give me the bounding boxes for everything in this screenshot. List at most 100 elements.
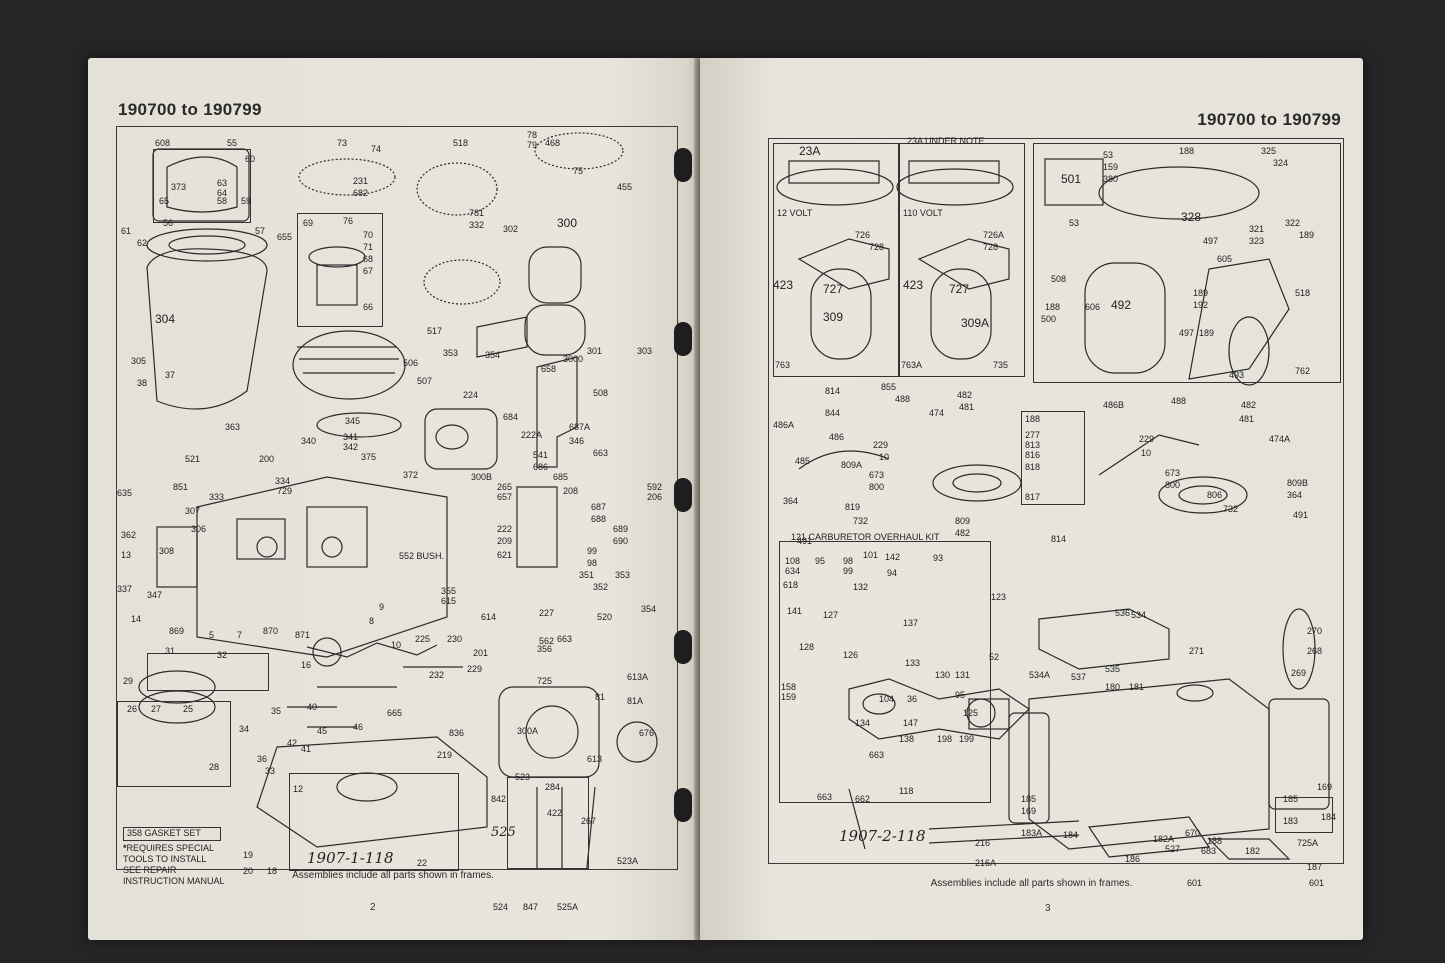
callout: 727	[823, 282, 844, 296]
callout: 613	[587, 754, 603, 764]
note-line: SEE REPAIR	[123, 865, 177, 875]
callout: 356	[537, 644, 553, 654]
callout: 62	[137, 238, 148, 248]
callout: 270	[1307, 626, 1323, 636]
callout: 268	[1307, 646, 1323, 656]
callout: 800	[869, 482, 885, 492]
left-page: 190700 to 190799	[88, 58, 698, 940]
callout: 482	[955, 528, 971, 538]
callout: 809B	[1287, 478, 1309, 488]
callout: 71	[363, 242, 374, 252]
right-page-title: 190700 to 190799	[1197, 110, 1341, 129]
callout: 363	[225, 422, 241, 432]
callout: 216A	[975, 858, 997, 868]
callout: 684	[503, 412, 519, 422]
callout: 306	[191, 524, 207, 534]
callout: 61	[121, 226, 132, 236]
callout: 188	[1179, 146, 1195, 156]
callout: 8	[369, 616, 375, 626]
callout: 99	[587, 546, 598, 556]
callout: 481	[1239, 414, 1255, 424]
callout: 322	[1285, 218, 1301, 228]
callout: 508	[593, 388, 609, 398]
callout: 186	[1125, 854, 1141, 864]
starter-110v-frame	[899, 143, 1025, 377]
piston-ring-frame	[117, 701, 231, 787]
callout: 46	[353, 722, 364, 732]
callout: 851	[173, 482, 189, 492]
callout: 65	[159, 196, 170, 206]
callout: 182A	[1153, 834, 1175, 844]
callout: 351	[579, 570, 595, 580]
callout: 726	[855, 230, 871, 240]
callout: 20	[243, 866, 254, 876]
callout: 690	[613, 536, 629, 546]
callout: 229	[873, 440, 889, 450]
callout: 59	[241, 196, 252, 206]
callout: 63	[217, 178, 228, 188]
callout: 468	[545, 138, 561, 148]
callout: 69	[303, 218, 314, 228]
callout: 726A	[983, 230, 1005, 240]
callout: 525A	[557, 902, 579, 912]
binder-hole	[674, 322, 692, 356]
callout: 492	[1111, 298, 1132, 312]
callout: 486A	[773, 420, 795, 430]
callout: 36	[907, 694, 918, 704]
callout: 353	[615, 570, 631, 580]
callout: 53	[1103, 150, 1114, 160]
callout: 497	[1179, 328, 1195, 338]
starter-12v-frame	[773, 143, 899, 377]
callout: 66	[363, 302, 374, 312]
callout: 813	[1025, 440, 1041, 450]
callout: 53	[1069, 218, 1080, 228]
callout: 869	[169, 626, 185, 636]
callout: 663	[817, 792, 833, 802]
callout: 806	[1207, 490, 1223, 500]
callout: 497	[1203, 236, 1219, 246]
callout: 482	[957, 390, 973, 400]
callout: 33	[265, 766, 276, 776]
callout: 73	[337, 138, 348, 148]
right-exploded-view-drawing	[776, 158, 1330, 860]
book-gutter	[694, 58, 704, 940]
callout: 422	[547, 808, 563, 818]
callout: 662	[855, 794, 871, 804]
dipstick-frame	[507, 777, 589, 869]
callout: 364	[783, 496, 799, 506]
callout: 189	[1299, 230, 1315, 240]
callout: 70	[363, 230, 374, 240]
left-drawing-number: 1907-1-118	[307, 849, 394, 867]
callout: 353	[443, 348, 459, 358]
callout: 354	[485, 350, 501, 360]
callout: 342	[343, 442, 359, 452]
starter-frame	[153, 149, 251, 223]
bush-label: 552 BUSH.	[399, 551, 445, 561]
callout: 613A	[627, 672, 649, 682]
callout: 517	[427, 326, 443, 336]
callout: 847	[523, 902, 539, 912]
callout: 208	[563, 486, 579, 496]
callout: 141	[787, 606, 803, 616]
callout: 159	[1103, 162, 1119, 172]
callout: 209	[497, 536, 513, 546]
callout: 75	[573, 166, 584, 176]
callout: 334	[275, 476, 291, 486]
callout: 663	[557, 634, 573, 644]
callout: 362	[121, 530, 137, 540]
callout: 181	[1129, 682, 1145, 692]
callout: 95	[955, 690, 966, 700]
binder-hole	[674, 788, 692, 822]
callout: 309A	[961, 316, 990, 330]
callout: 800	[1165, 480, 1181, 490]
callout: 486B	[1103, 400, 1125, 410]
callout: 127	[823, 610, 839, 620]
12-volt-label: 12 VOLT	[777, 208, 813, 218]
callout: 45	[317, 726, 328, 736]
callout: 93	[933, 553, 944, 563]
callout: 676	[639, 728, 655, 738]
callout: 871	[295, 630, 311, 640]
note-line: INSTRUCTION MANUAL	[123, 876, 225, 886]
callout: 380	[1103, 174, 1119, 184]
callout: 534	[1131, 610, 1147, 620]
